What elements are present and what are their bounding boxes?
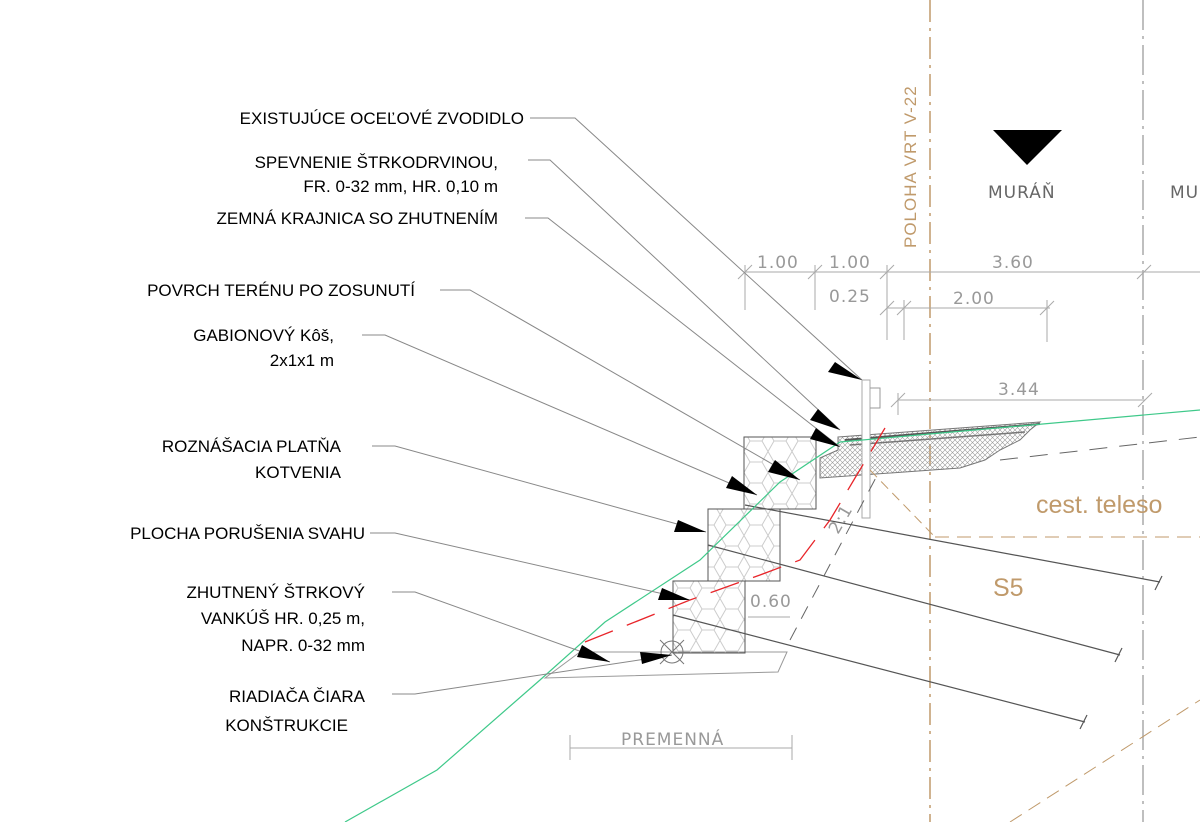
water-label-2: MU [1170,183,1199,203]
dim-2-00: 2.00 [953,289,995,309]
leader-lines [362,117,863,695]
label-failure: PLOCHA PORUŠENIA SVAHU [130,524,365,543]
guardrail-post [861,379,871,519]
label-gravel-2: FR. 0-32 mm, HR. 0,10 m [303,177,498,196]
dim-3-60: 3.60 [992,253,1034,273]
label-control-2: KONŠTRUKCIE [225,716,348,735]
label-cushion-1: ZHUTNENÝ ŠTRKOVÝ [186,583,365,602]
label-shoulder: ZEMNÁ KRAJNICA SO ZHUTNENÍM [217,209,498,228]
label-gravel-1: SPEVNENIE ŠTRKODRVINOU, [255,153,498,172]
label-gabion-2: 2x1x1 m [270,351,334,370]
leader-arrowheads [577,362,862,664]
label-guardrail: EXISTUJÚCE OCEĽOVÉ ZVODIDLO [240,109,524,128]
label-terrain: POVRCH TERÉNU PO ZOSUNUTÍ [147,281,415,300]
label-cushion-3: NAPR. 0-32 mm [241,636,365,655]
dim-premenna: PREMENNÁ [621,728,724,750]
label-plate-2: KOTVENIA [255,463,342,482]
slope-line [789,469,881,641]
dimension-lines [737,264,1200,415]
dim-3-44: 3.44 [998,380,1040,400]
label-cushion-2: VANKÚŠ HR. 0,25 m, [201,609,365,628]
water-label: MURÁŇ [988,181,1056,203]
dim-premenna-ticks [569,735,793,760]
soil-label: S5 [993,574,1024,602]
gabion-basket [672,580,746,654]
callout-labels: EXISTUJÚCE OCEĽOVÉ ZVODIDLO SPEVNENIE ŠT… [130,109,524,735]
control-point-icon [660,640,684,664]
anchor-tiebacks [672,504,1163,730]
road-body-boundary [869,469,936,538]
label-gabion-1: GABIONOVÝ Kôš, [193,326,334,345]
dim-1-00-a: 1.00 [757,253,799,273]
label-plate-1: ROZNÁŠACIA PLATŇA [162,437,342,456]
dim-0-60: 0.60 [750,592,792,612]
dim-0-25: 0.25 [829,287,871,307]
soil-boundary [1009,699,1200,822]
gravel-cushion [543,651,788,679]
road-body-label: cest. teleso [1036,491,1162,519]
label-control-1: RIADIAČA ČIARA [229,687,366,706]
water-level-icon [993,130,1062,165]
dim-1-00-b: 1.00 [829,253,871,273]
borehole-label: POLOHA VRT V-22 [901,85,920,248]
gabion-wall [543,436,817,679]
gabion-basket [707,508,781,582]
